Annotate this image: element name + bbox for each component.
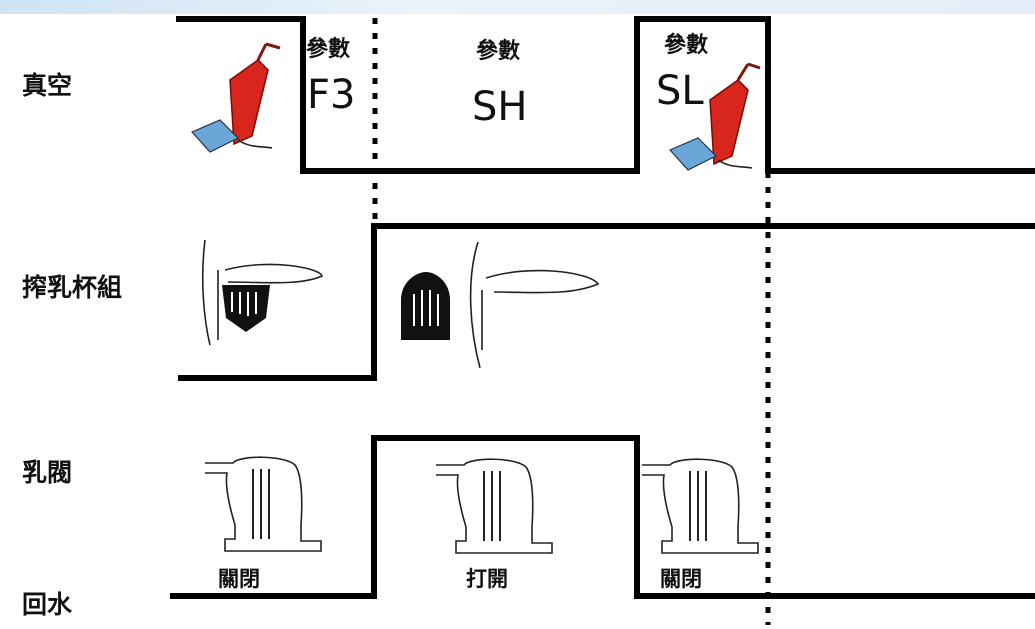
teat-icon [469,241,600,369]
param-sl-code: SL [656,68,704,114]
milk-valve-icon [436,458,553,554]
param-sh-code: SH [472,84,527,130]
vacuum-cleaner-icon [668,62,761,171]
milk-valve-icon [205,456,322,552]
valve-state-closed: 關閉 [218,567,260,591]
milk-valve-icon [642,458,759,554]
top-gradient-band [0,0,1035,14]
param-f3-caption: 參數 [306,36,350,62]
vacuum-cleaner-icon [190,42,281,153]
param-f3-code: F3 [307,72,355,118]
valve-state-closed: 關閉 [660,567,702,591]
teat-cup-attached-icon [201,239,323,346]
valve-state-open: 打開 [466,567,508,591]
detached-teat-cup-icon [401,272,450,340]
vacuum-waveform [176,16,1035,174]
row-label-milking-cluster: 搾乳杯組 [22,273,122,302]
param-sl-caption: 參數 [664,32,708,58]
cluster-waveform [178,223,1035,381]
valve-waveform [170,435,1035,599]
param-sh-caption: 參數 [476,38,520,64]
row-label-backflush: 回水 [22,590,73,619]
row-label-vacuum: 真空 [22,71,72,100]
row-label-milk-valve: 乳閥 [22,458,72,487]
